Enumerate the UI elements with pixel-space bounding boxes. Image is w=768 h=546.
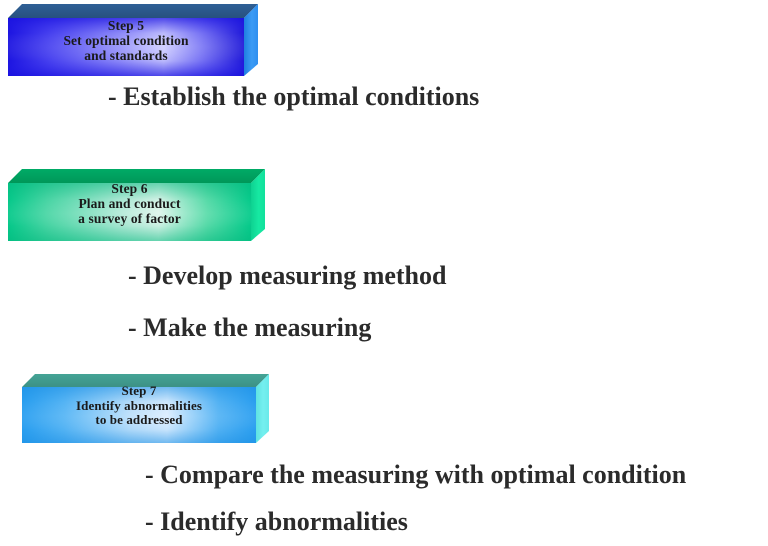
box-step7-side-face [256, 374, 269, 443]
bullet-identify-abnormalities: - Identify abnormalities [145, 507, 408, 536]
box-step6-side-face [251, 169, 265, 241]
box-step5-top-face [8, 4, 258, 18]
box-step6-top-face [8, 169, 265, 183]
box-step7-top-face [22, 374, 269, 387]
box-step5-side-face [244, 4, 258, 76]
bullet-compare-measuring-with-optimal-condition: - Compare the measuring with optimal con… [145, 460, 687, 489]
bullet-make-the-measuring: - Make the measuring [128, 313, 372, 342]
bullet-develop-measuring-method: - Develop measuring method [128, 261, 447, 290]
process-box-step5[interactable]: Step 5 Set optimal condition and standar… [8, 2, 258, 82]
box-step7-shape [22, 374, 269, 443]
box-step6-shape [8, 169, 265, 241]
process-box-step7[interactable]: Step 7 Identify abnormalities to be addr… [22, 372, 269, 448]
box-step5-shape [8, 4, 258, 76]
bullet-establish-optimal-conditions: - Establish the optimal conditions [108, 82, 480, 111]
process-box-step6[interactable]: Step 6 Plan and conduct a survey of fact… [8, 167, 265, 247]
